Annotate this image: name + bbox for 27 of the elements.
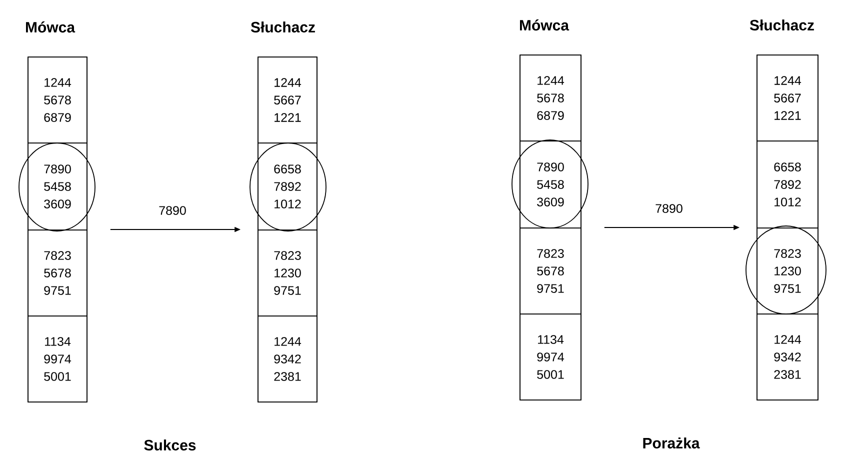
column-heading: Słuchacz — [250, 22, 315, 32]
edge-label: 7890 — [654, 203, 684, 214]
column-heading: Słuchacz — [750, 20, 814, 30]
highlight-circle — [18, 142, 96, 232]
number-cell: 1134 9974 5001 — [520, 314, 582, 400]
column-heading: Mówca — [26, 21, 76, 33]
highlight-circle — [746, 226, 826, 314]
edge-label: 7890 — [158, 205, 188, 216]
highlight-circle — [512, 140, 588, 228]
number-cell: 1244 9342 2381 — [258, 316, 318, 402]
number-cell: 1244 5678 6879 — [28, 56, 88, 144]
number-cell: 7823 1230 9751 — [756, 228, 818, 314]
outcome-label: Porażka — [643, 437, 700, 448]
number-cell: 6658 7892 1012 — [756, 140, 818, 228]
number-cell: 1244 5667 1221 — [756, 54, 818, 142]
outcome-label: Sukces — [144, 439, 196, 450]
column-heading: Mówca — [520, 19, 570, 31]
number-cell: 6658 7892 1012 — [258, 142, 318, 230]
number-cell: 7890 5458 3609 — [28, 142, 88, 230]
number-cell: 7823 5678 9751 — [28, 230, 88, 316]
number-cell: 1244 9342 2381 — [756, 314, 818, 400]
highlight-circle — [250, 142, 326, 232]
number-cell: 1244 5678 6879 — [520, 54, 582, 142]
number-cell: 7823 5678 9751 — [520, 228, 582, 314]
number-cell: 1134 9974 5001 — [28, 316, 88, 402]
number-cell: 7823 1230 9751 — [258, 230, 318, 316]
number-cell: 1244 5667 1221 — [258, 56, 318, 144]
